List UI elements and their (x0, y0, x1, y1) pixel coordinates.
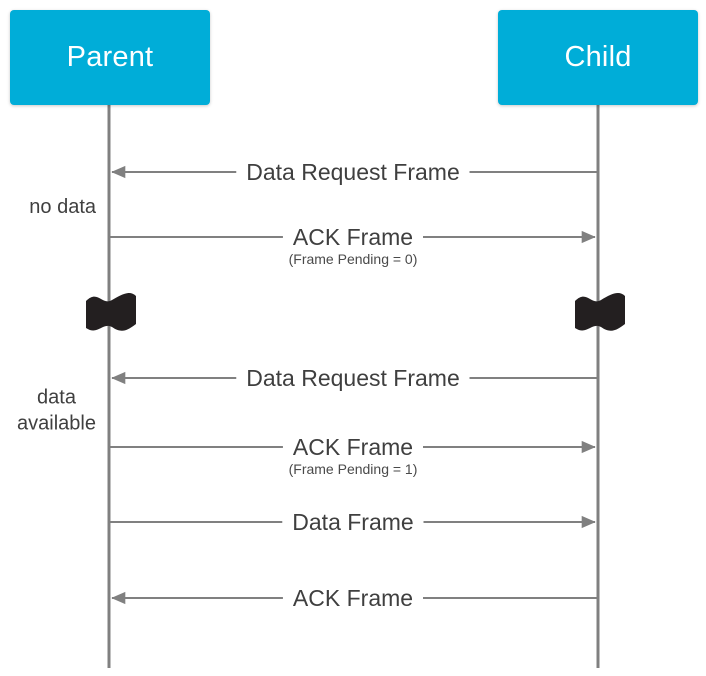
note-no-data: no data (29, 196, 96, 219)
break-symbol-child (575, 293, 625, 331)
actor-header-child[interactable]: Child (498, 10, 698, 105)
lifelines-group (107, 105, 600, 668)
message-sublabel-m4: (Frame Pending = 1) (282, 462, 424, 476)
break-symbol-parent (86, 293, 136, 331)
break-symbols-group (86, 293, 625, 331)
actor-label-parent: Parent (66, 41, 154, 73)
message-sublabel-m2: (Frame Pending = 0) (282, 252, 424, 266)
actor-label-child: Child (564, 41, 632, 73)
actor-header-parent[interactable]: Parent (10, 10, 210, 105)
message-label-m1: Data Request Frame (236, 160, 470, 184)
message-label-m6: ACK Frame (282, 586, 424, 610)
message-label-m3: Data Request Frame (236, 366, 470, 390)
message-arrows-group (109, 165, 598, 605)
message-label-m2: ACK Frame (282, 225, 424, 249)
message-label-m4: ACK Frame (282, 435, 424, 459)
note-data-available: data available (17, 386, 96, 434)
message-label-m5: Data Frame (282, 510, 424, 534)
